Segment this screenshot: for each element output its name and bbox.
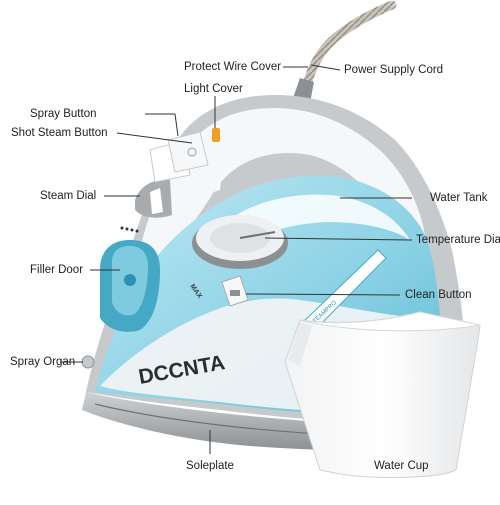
temperature-dial[interactable] — [192, 215, 288, 269]
spray-organ — [81, 355, 95, 369]
filler-door[interactable] — [100, 240, 160, 332]
leader-lines — [60, 64, 413, 454]
shot-steam-button[interactable] — [167, 131, 209, 173]
label-soleplate: Soleplate — [186, 460, 234, 472]
water-cup — [284, 311, 481, 478]
label-steam-dial: Steam Dial — [40, 190, 97, 202]
label-water-cup: Water Cup — [374, 460, 429, 472]
label-clean-button: Clean Button — [405, 289, 472, 301]
label-shot-steam-button: Shot Steam Button — [11, 127, 108, 139]
clean-button[interactable] — [221, 275, 249, 307]
label-temperature-dial: Temperature Dial — [416, 234, 500, 246]
label-spray-organ: Spray Organ — [10, 356, 76, 368]
label-spray-button: Spray Button — [30, 108, 97, 120]
label-filler-door: Filler Door — [30, 264, 84, 276]
steam-dial[interactable] — [135, 179, 172, 218]
light-cover — [212, 128, 220, 142]
label-protect-wire-cover: Protect Wire Cover — [184, 61, 282, 73]
label-water-tank: Water Tank — [430, 192, 488, 204]
indicator-dots — [120, 226, 139, 233]
label-power-supply-cord: Power Supply Cord — [344, 64, 444, 76]
label-light-cover: Light Cover — [184, 83, 243, 95]
